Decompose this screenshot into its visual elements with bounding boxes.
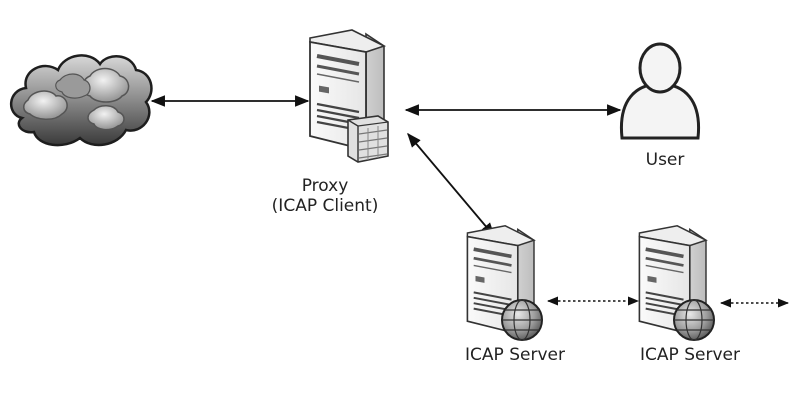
server-firewall-icon bbox=[308, 28, 389, 163]
icap-server-1-label: ICAP Server bbox=[465, 345, 565, 365]
icap-server-2-label: ICAP Server bbox=[640, 345, 740, 365]
user-label: User bbox=[645, 150, 685, 170]
server-globe-icon bbox=[637, 224, 715, 341]
cloud-icon bbox=[10, 54, 153, 147]
proxy-label: Proxy (ICAP Client) bbox=[240, 176, 410, 216]
proxy-label-subtitle: (ICAP Client) bbox=[271, 196, 379, 216]
server-globe-icon bbox=[465, 224, 543, 341]
user-icon bbox=[619, 42, 701, 140]
edge-proxy-icap1 bbox=[407, 132, 495, 238]
proxy-label-title: Proxy bbox=[301, 176, 349, 196]
